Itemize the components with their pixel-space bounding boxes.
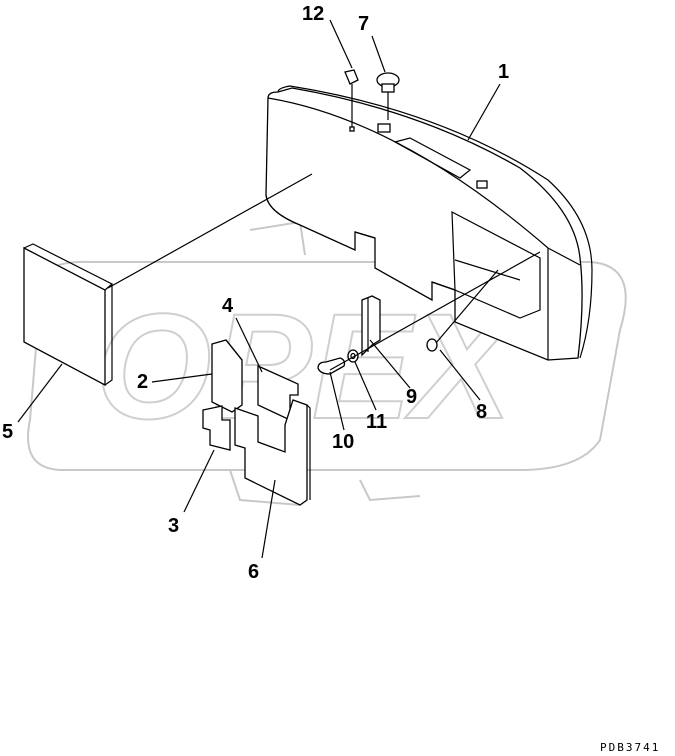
counterweight-body xyxy=(265,85,593,361)
callout-9: 9 xyxy=(406,386,417,408)
leader-lines xyxy=(17,19,501,559)
callout-8: 8 xyxy=(476,401,487,423)
assembly-axis-line xyxy=(329,251,541,371)
callout-12: 12 xyxy=(302,3,324,25)
washer-part-11 xyxy=(347,349,359,363)
screw-part-8 xyxy=(426,269,499,352)
bolt-part-10 xyxy=(317,357,346,375)
pad-part-6 xyxy=(234,399,311,506)
callout-11: 11 xyxy=(366,411,387,433)
callout-5: 5 xyxy=(2,421,13,443)
callout-3: 3 xyxy=(168,515,179,537)
nut-part-12 xyxy=(344,69,359,132)
pad-part-4 xyxy=(257,364,299,422)
drawing-code: PDB3741 xyxy=(600,741,660,754)
callout-1: 1 xyxy=(498,61,509,83)
pad-part-2 xyxy=(211,339,243,413)
callout-10: 10 xyxy=(332,431,354,453)
callout-7: 7 xyxy=(358,13,369,35)
plug-part-7 xyxy=(376,72,400,120)
bracket-part-9 xyxy=(361,295,381,357)
callout-4: 4 xyxy=(222,295,234,317)
callout-6: 6 xyxy=(248,561,259,583)
callout-2: 2 xyxy=(137,371,148,393)
pad-part-3 xyxy=(202,405,231,451)
rear-plate xyxy=(23,173,313,387)
